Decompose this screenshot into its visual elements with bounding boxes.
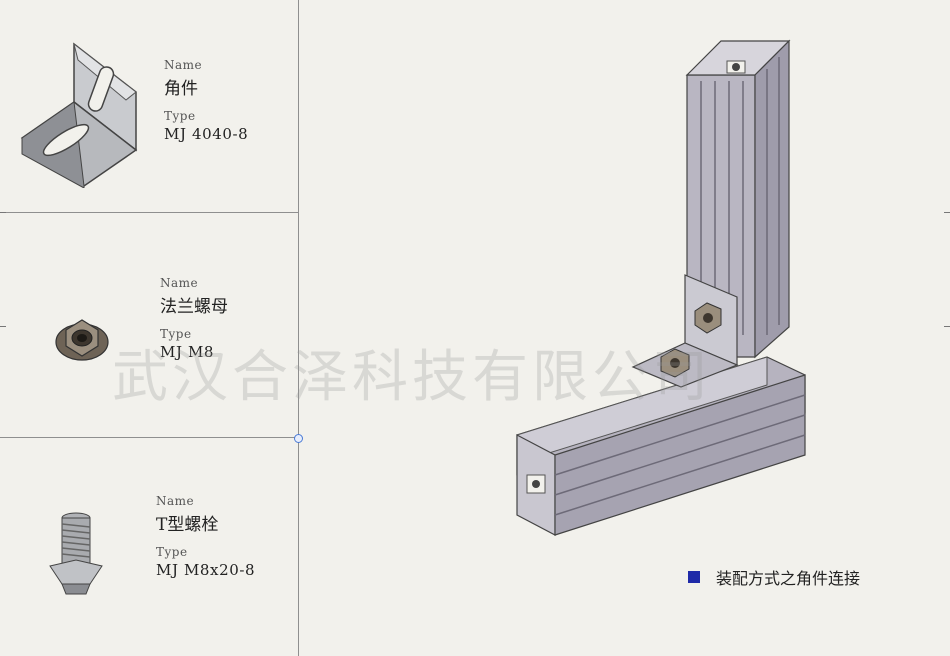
company-watermark: 武汉合泽科技有限公司 — [112, 345, 712, 410]
panel-divider — [0, 437, 298, 438]
panel-divider — [0, 212, 298, 213]
part-name: 角件 — [164, 79, 198, 99]
part-info: Name 角件 Type MJ 4040-8 — [164, 58, 248, 143]
flange-nut-icon — [55, 319, 109, 361]
tick-mark — [0, 212, 6, 213]
name-label: Name — [156, 494, 195, 508]
part-name: 法兰螺母 — [160, 297, 228, 317]
type-label: Type — [164, 109, 196, 123]
tick-mark — [944, 326, 950, 327]
part-info: Name 法兰螺母 Type MJ M8 — [160, 276, 228, 361]
assembly-caption: 装配方式之角件连接 — [688, 565, 860, 589]
part-info: Name T型螺栓 Type MJ M8x20-8 — [156, 494, 255, 579]
t-bolt-icon — [49, 512, 103, 595]
selection-handle[interactable] — [294, 434, 303, 443]
type-label: Type — [160, 327, 192, 341]
name-label: Name — [164, 58, 203, 72]
part-type: MJ 4040-8 — [164, 125, 249, 143]
assembly-illustration — [516, 39, 806, 536]
caption-text: 装配方式之角件连接 — [716, 569, 861, 588]
part-name: T型螺栓 — [156, 515, 219, 535]
tick-mark — [944, 212, 950, 213]
name-label: Name — [160, 276, 199, 290]
corner-bracket-icon — [20, 42, 138, 188]
type-label: Type — [156, 545, 188, 559]
tick-mark — [0, 326, 6, 327]
parts-panel — [0, 0, 299, 656]
part-type: MJ M8x20-8 — [156, 561, 256, 579]
part-type: MJ M8 — [160, 343, 215, 361]
bullet-square-icon — [688, 571, 700, 583]
